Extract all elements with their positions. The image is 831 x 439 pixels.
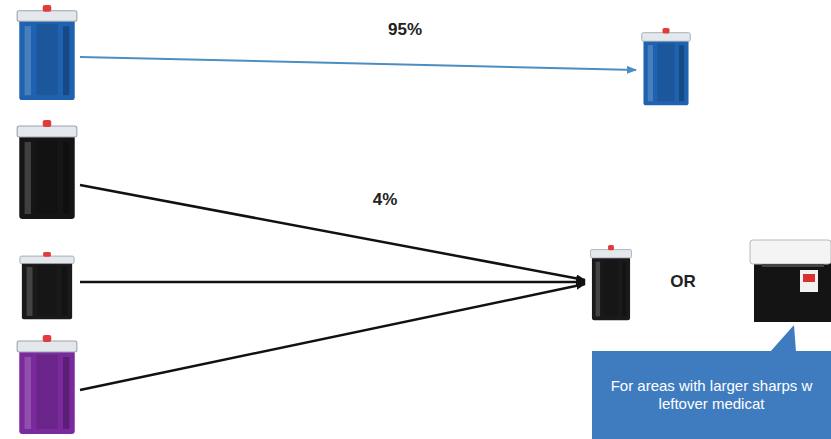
small-black-container	[590, 245, 631, 320]
or-label: OR	[670, 272, 696, 292]
blue-container	[642, 28, 691, 105]
black-container	[17, 120, 77, 219]
flow-arrow	[80, 185, 585, 280]
small-black-container	[20, 252, 74, 319]
percentage-label: 95%	[388, 20, 422, 40]
callout-pointer	[770, 325, 796, 352]
percentage-label: 4%	[373, 190, 398, 210]
flow-arrow	[80, 284, 585, 390]
large-black-bin	[750, 240, 831, 322]
callout-box: For areas with larger sharps w leftover …	[592, 351, 831, 439]
blue-container	[17, 5, 77, 100]
flow-arrow	[80, 281, 585, 284]
callout-text: For areas with larger sharps w leftover …	[600, 377, 823, 413]
purple-container	[17, 335, 77, 434]
flow-arrow	[80, 57, 636, 70]
